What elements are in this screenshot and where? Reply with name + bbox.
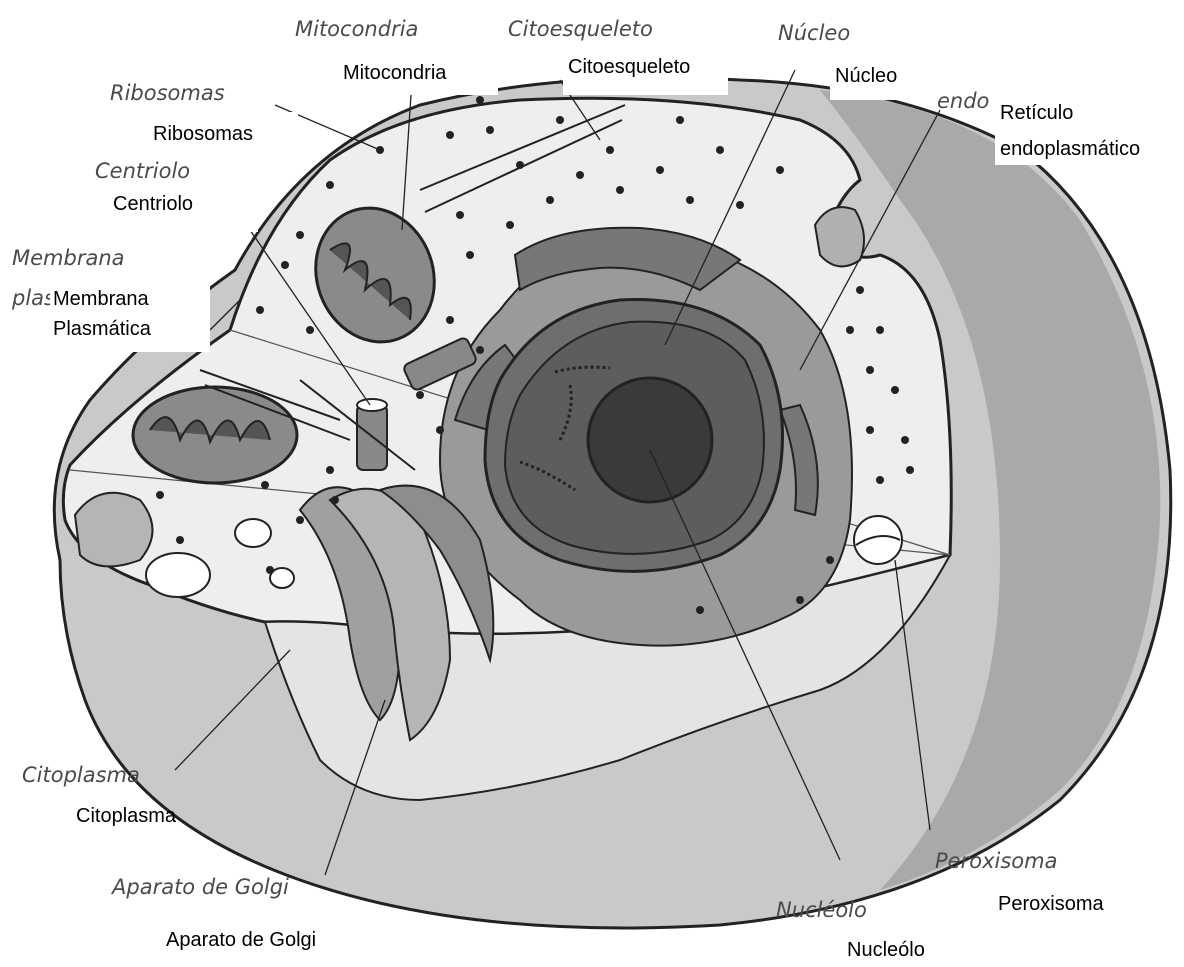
vesicle-1 (146, 553, 210, 597)
label-reticulo-2: endoplasmático (1000, 137, 1140, 161)
label-citoesqueleto: Citoesqueleto (568, 55, 690, 79)
hand-label-membrana-2: plas (11, 286, 55, 310)
hand-label-mitocondria: Mitocondria (295, 17, 418, 41)
label-reticulo-1: Retículo (1000, 101, 1073, 125)
hand-label-peroxisoma: Peroxisoma (935, 849, 1057, 873)
er-bump (815, 207, 864, 266)
label-centriolo: Centriolo (113, 192, 193, 216)
label-citoplasma: Citoplasma (76, 804, 176, 828)
label-nucleo: Núcleo (835, 64, 897, 88)
hand-label-nucleo: Núcleo (778, 21, 850, 45)
hand-label-membrana-1: Membrana (12, 246, 125, 270)
hand-label-citoesqueleto: Citoesqueleto (508, 17, 653, 41)
nucleolus (588, 378, 712, 502)
label-nucleolo: Nucleólo (847, 938, 925, 962)
label-mitocondria: Mitocondria (343, 61, 446, 85)
hand-label-golgi: Aparato de Golgi (110, 875, 289, 899)
hand-label-ribosomas: Ribosomas (110, 81, 225, 105)
hand-label-nucleolo: Nucléolo (776, 898, 867, 922)
label-peroxisoma: Peroxisoma (998, 892, 1104, 916)
hand-label-citoplasma: Citoplasma (22, 763, 140, 787)
label-membrana-2: Plasmática (53, 317, 151, 341)
centriole-upright-top (357, 399, 387, 411)
label-membrana-1: Membrana (53, 287, 149, 311)
hand-label-centriolo: Centriolo (95, 159, 190, 183)
lysosome (75, 493, 153, 567)
label-ribosomas: Ribosomas (153, 122, 253, 146)
vesicle-2 (235, 519, 271, 547)
peroxisome (854, 516, 902, 564)
label-golgi: Aparato de Golgi (166, 928, 316, 952)
hand-label-reticulo: endo (937, 89, 989, 113)
